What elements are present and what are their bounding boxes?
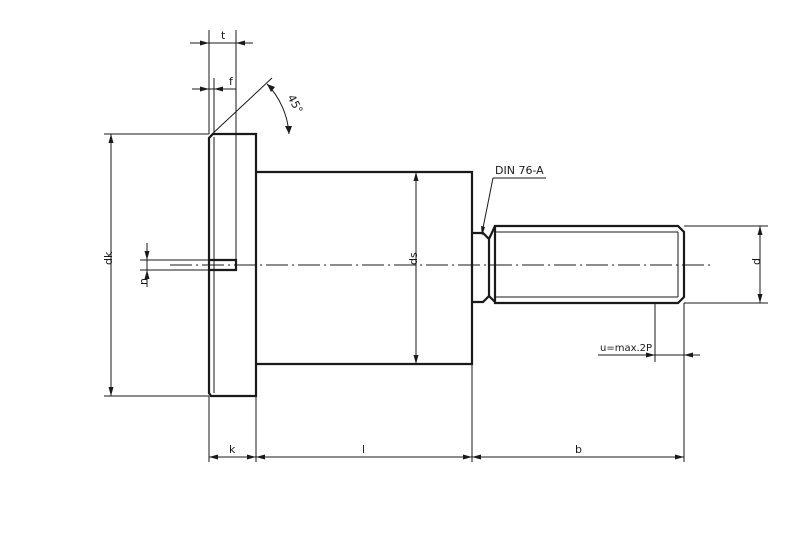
undercut-outline: [472, 231, 491, 304]
dimension-n: [140, 243, 209, 287]
dimension-t: [190, 30, 253, 260]
head-outline: [207, 132, 258, 398]
label-b: b: [575, 443, 582, 456]
dimension-dk: [104, 133, 209, 397]
label-d: d: [750, 258, 763, 265]
label-ds: ds: [407, 252, 420, 265]
dimension-ds: [413, 172, 419, 364]
label-u: u=max.2P: [600, 343, 652, 354]
label-din: DIN 76-A: [495, 164, 544, 177]
dimension-d: [684, 225, 768, 304]
label-l: l: [362, 443, 365, 456]
dimension-k-l-b: [208, 303, 685, 462]
label-k: k: [229, 443, 236, 456]
leader-din: [481, 177, 546, 236]
part-outline: [207, 132, 686, 398]
label-n: n: [137, 278, 150, 285]
label-f: f: [229, 75, 234, 88]
label-dk: dk: [102, 251, 115, 265]
label-t: t: [221, 29, 226, 42]
label-angle: 45°: [285, 92, 306, 115]
shank-outline: [256, 170, 474, 366]
dimension-angle: [209, 77, 292, 137]
dimension-f: [192, 78, 236, 134]
